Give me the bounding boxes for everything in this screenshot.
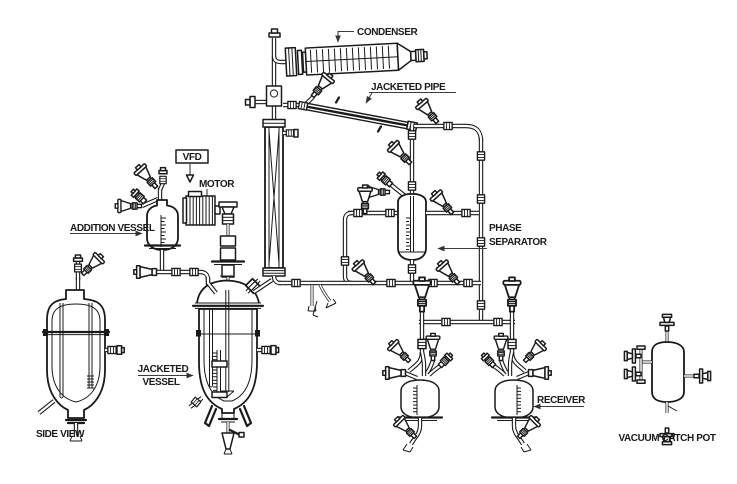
motor (182, 190, 221, 226)
jacketed-vessel: JACKETED VESSEL (138, 275, 280, 455)
side-view-vessel: SIDE VIEW (36, 249, 125, 442)
phase-separator-label-1: PHASE (489, 223, 522, 234)
jacketed-vessel-label-2: VESSEL (142, 377, 179, 388)
side-view-label: SIDE VIEW (36, 429, 85, 440)
vfd-motor-assembly: VFD MOTOR (175, 149, 246, 290)
vfd-box (175, 149, 209, 164)
side-vessel-top-valve (77, 249, 108, 280)
vacuum-catch-pot: VACUUM CATCH POT (618, 313, 716, 446)
receiver-assembly: RECEIVER (383, 276, 587, 452)
vfd-cable-connector (185, 174, 195, 183)
jacketed-pipe-label: JACKETED PIPE (371, 82, 446, 93)
phase-separator-label-2: SEPARATOR (489, 237, 548, 248)
phase-separator-vessel (397, 193, 427, 261)
receiver-label: RECEIVER (537, 395, 586, 406)
jacketed-vessel-label-1: JACKETED (138, 364, 189, 375)
phase-separator-assembly: PHASE SEPARATOR (340, 126, 548, 286)
condenser-label: CONDENSER (357, 27, 418, 38)
vent-trap (307, 284, 337, 318)
receiver-vent-valve-left (412, 276, 432, 313)
receiver-right (480, 326, 551, 452)
catch-pot-left-valve-lower (623, 366, 642, 382)
catch-pot-top-valve (659, 313, 675, 332)
vfd-label: VFD (183, 152, 202, 163)
vapor-line-valve (412, 95, 444, 128)
condenser (284, 42, 428, 77)
stirrer-drive (210, 201, 246, 290)
addition-vessel: ADDITION VESSEL (70, 160, 218, 296)
motor-label: MOTOR (199, 179, 235, 190)
distillation-column (244, 28, 299, 286)
catch-pot-left-valve-upper (623, 348, 642, 364)
addition-left-valve (114, 198, 143, 214)
receiver-vent-valve-right (502, 276, 522, 313)
catch-pot-right-valve (693, 368, 712, 384)
jacketed-pipe: JACKETED PIPE (283, 69, 484, 142)
addition-top-valve (131, 160, 163, 193)
condenser-callout: CONDENSER (335, 27, 419, 43)
addition-bottom-port (133, 265, 158, 279)
return-line (476, 138, 486, 322)
lower-manifold (252, 256, 481, 318)
addition-vessel-label: ADDITION VESSEL (70, 223, 155, 234)
receiver-left (383, 326, 454, 452)
vacuum-catch-pot-label: VACUUM CATCH POT (618, 433, 715, 444)
